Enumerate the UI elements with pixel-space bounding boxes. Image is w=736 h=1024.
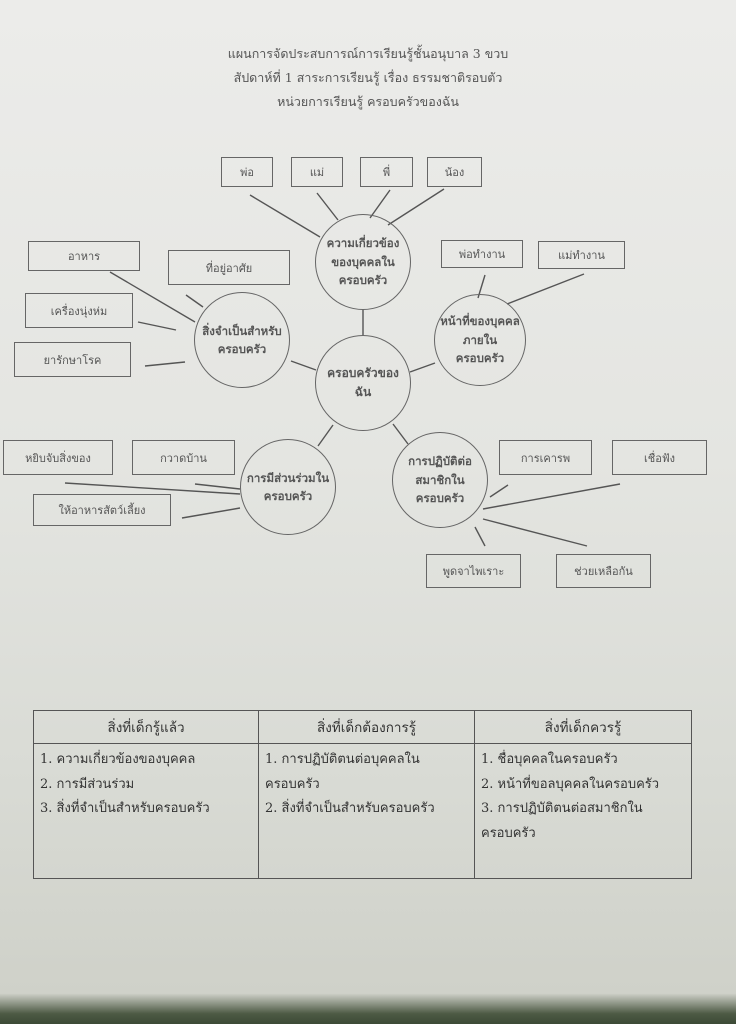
- node-duties: หน้าที่ของบุคคลภายในครอบครัว: [434, 294, 526, 386]
- center-node: ครอบครัวของฉัน: [315, 335, 411, 431]
- box-clothing: เครื่องนุ่งห่ม: [25, 293, 133, 328]
- list-item: 2. หน้าที่ขอลบุคคลในครอบครัว: [481, 776, 660, 792]
- box-respect: การเคารพ: [499, 440, 592, 475]
- box-medicine: ยารักษาโรค: [14, 342, 131, 377]
- header-want-to-know: สิ่งที่เด็กต้องการรู้: [258, 710, 475, 744]
- list-item: 2. สิ่งที่จำเป็นสำหรับครอบครัว: [265, 801, 435, 817]
- node-participation: การมีส่วนร่วมในครอบครัว: [240, 439, 336, 535]
- plan-unit: หน่วยการเรียนรู้ ครอบครัวของฉัน: [277, 94, 459, 109]
- cell-want-to-know: 1. การปฏิบัติตนต่อบุคคลในครอบครัว 2. สิ่…: [258, 743, 475, 879]
- box-mother: แม่: [291, 157, 343, 187]
- box-speak-politely: พูดจาไพเราะ: [426, 554, 521, 588]
- plan-week-subject: สัปดาห์ที่ 1 สาระการเรียนรู้ เรื่อง ธรรม…: [233, 70, 503, 85]
- list-item: 1. ชื่อบุคคลในครอบครัว: [481, 752, 618, 767]
- box-food: อาหาร: [28, 241, 140, 271]
- box-sweep-house: กวาดบ้าน: [132, 440, 235, 475]
- list-item: 2. การมีส่วนร่วม: [40, 776, 135, 792]
- box-older-sibling: พี่: [360, 157, 413, 187]
- box-help-each-other: ช่วยเหลือกัน: [556, 554, 651, 588]
- node-relations: ความเกี่ยวข้องของบุคคลในครอบครัว: [315, 214, 411, 310]
- cell-known: 1. ความเกี่ยวข้องของบุคคล 2. การมีส่วนร่…: [33, 743, 259, 879]
- box-mother-works: แม่ทำงาน: [538, 241, 625, 269]
- list-item: 3. สิ่งที่จำเป็นสำหรับครอบครัว: [40, 801, 210, 817]
- box-obey: เชื่อฟัง: [612, 440, 707, 475]
- list-item: 3. การปฏิบัติตนต่อสมาชิกในครอบครัว: [481, 801, 643, 842]
- box-father: พ่อ: [221, 157, 273, 187]
- list-item: 1. การปฏิบัติตนต่อบุคคลในครอบครัว: [265, 752, 420, 792]
- node-necessities: สิ่งจำเป็นสำหรับครอบครัว: [194, 292, 290, 388]
- kwl-table: สิ่งที่เด็กรู้แล้ว สิ่งที่เด็กต้องการรู้…: [33, 710, 692, 879]
- header-should-know: สิ่งที่เด็กควรรู้: [474, 710, 692, 744]
- header-known: สิ่งที่เด็กรู้แล้ว: [33, 710, 259, 744]
- plan-title: แผนการจัดประสบการณ์การเรียนรู้ชั้นอนุบาล…: [227, 46, 509, 61]
- box-pick-up-things: หยิบจับสิ่งของ: [3, 440, 113, 475]
- box-shelter: ที่อยู่อาศัย: [168, 250, 290, 285]
- box-father-works: พ่อทำงาน: [441, 240, 523, 268]
- cell-should-know: 1. ชื่อบุคคลในครอบครัว 2. หน้าที่ขอลบุคค…: [474, 743, 692, 879]
- node-conduct: การปฏิบัติต่อสมาชิกในครอบครัว: [392, 432, 488, 528]
- list-item: 1. ความเกี่ยวข้องของบุคคล: [40, 752, 196, 767]
- box-younger-sibling: น้อง: [427, 157, 482, 187]
- box-feed-pets: ให้อาหารสัตว์เลี้ยง: [33, 494, 171, 526]
